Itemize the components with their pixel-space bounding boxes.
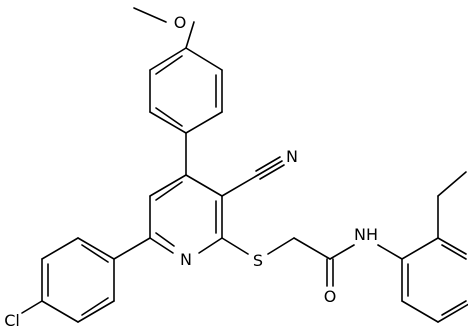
bond-triple-cn-3 bbox=[259, 164, 285, 180]
bond-o-aryl bbox=[185, 21, 195, 49]
bond-c-cn bbox=[221, 174, 259, 197]
bond-co-n bbox=[329, 244, 355, 260]
bond-s-ch2 bbox=[267, 237, 295, 255]
bond-ch2-co bbox=[293, 237, 331, 260]
chlorophenyl-ring bbox=[41, 237, 115, 323]
pyridine-ring bbox=[149, 174, 223, 254]
pyridine-nitrogen-label: N bbox=[180, 250, 192, 269]
ethylphenyl-ring bbox=[401, 237, 468, 323]
bond-aryl-cl bbox=[21, 300, 43, 314]
bond-c-s bbox=[221, 237, 249, 255]
chlorine-label: Cl bbox=[4, 311, 20, 328]
carbonyl-oxygen-label: O bbox=[324, 287, 337, 306]
bond-ch2-ch3 bbox=[437, 171, 467, 197]
bond-triple-cn-2 bbox=[255, 156, 281, 172]
bond-triple-cn-1 bbox=[257, 160, 283, 176]
thioether-sulfur-label: S bbox=[253, 251, 263, 270]
methoxyphenyl-ring bbox=[149, 47, 223, 134]
bond-n-aryl bbox=[377, 244, 403, 260]
bond-methyl-o bbox=[133, 7, 167, 23]
amide-nh-label: NH bbox=[354, 225, 378, 244]
bond-lines bbox=[21, 7, 468, 323]
nitrile-nitrogen-label: N bbox=[286, 147, 298, 166]
methoxy-oxygen-label: O bbox=[174, 13, 187, 32]
atom-labels: O N N S NH O Cl bbox=[4, 13, 378, 328]
bond-pyridine-chlorophenyl bbox=[113, 237, 151, 260]
